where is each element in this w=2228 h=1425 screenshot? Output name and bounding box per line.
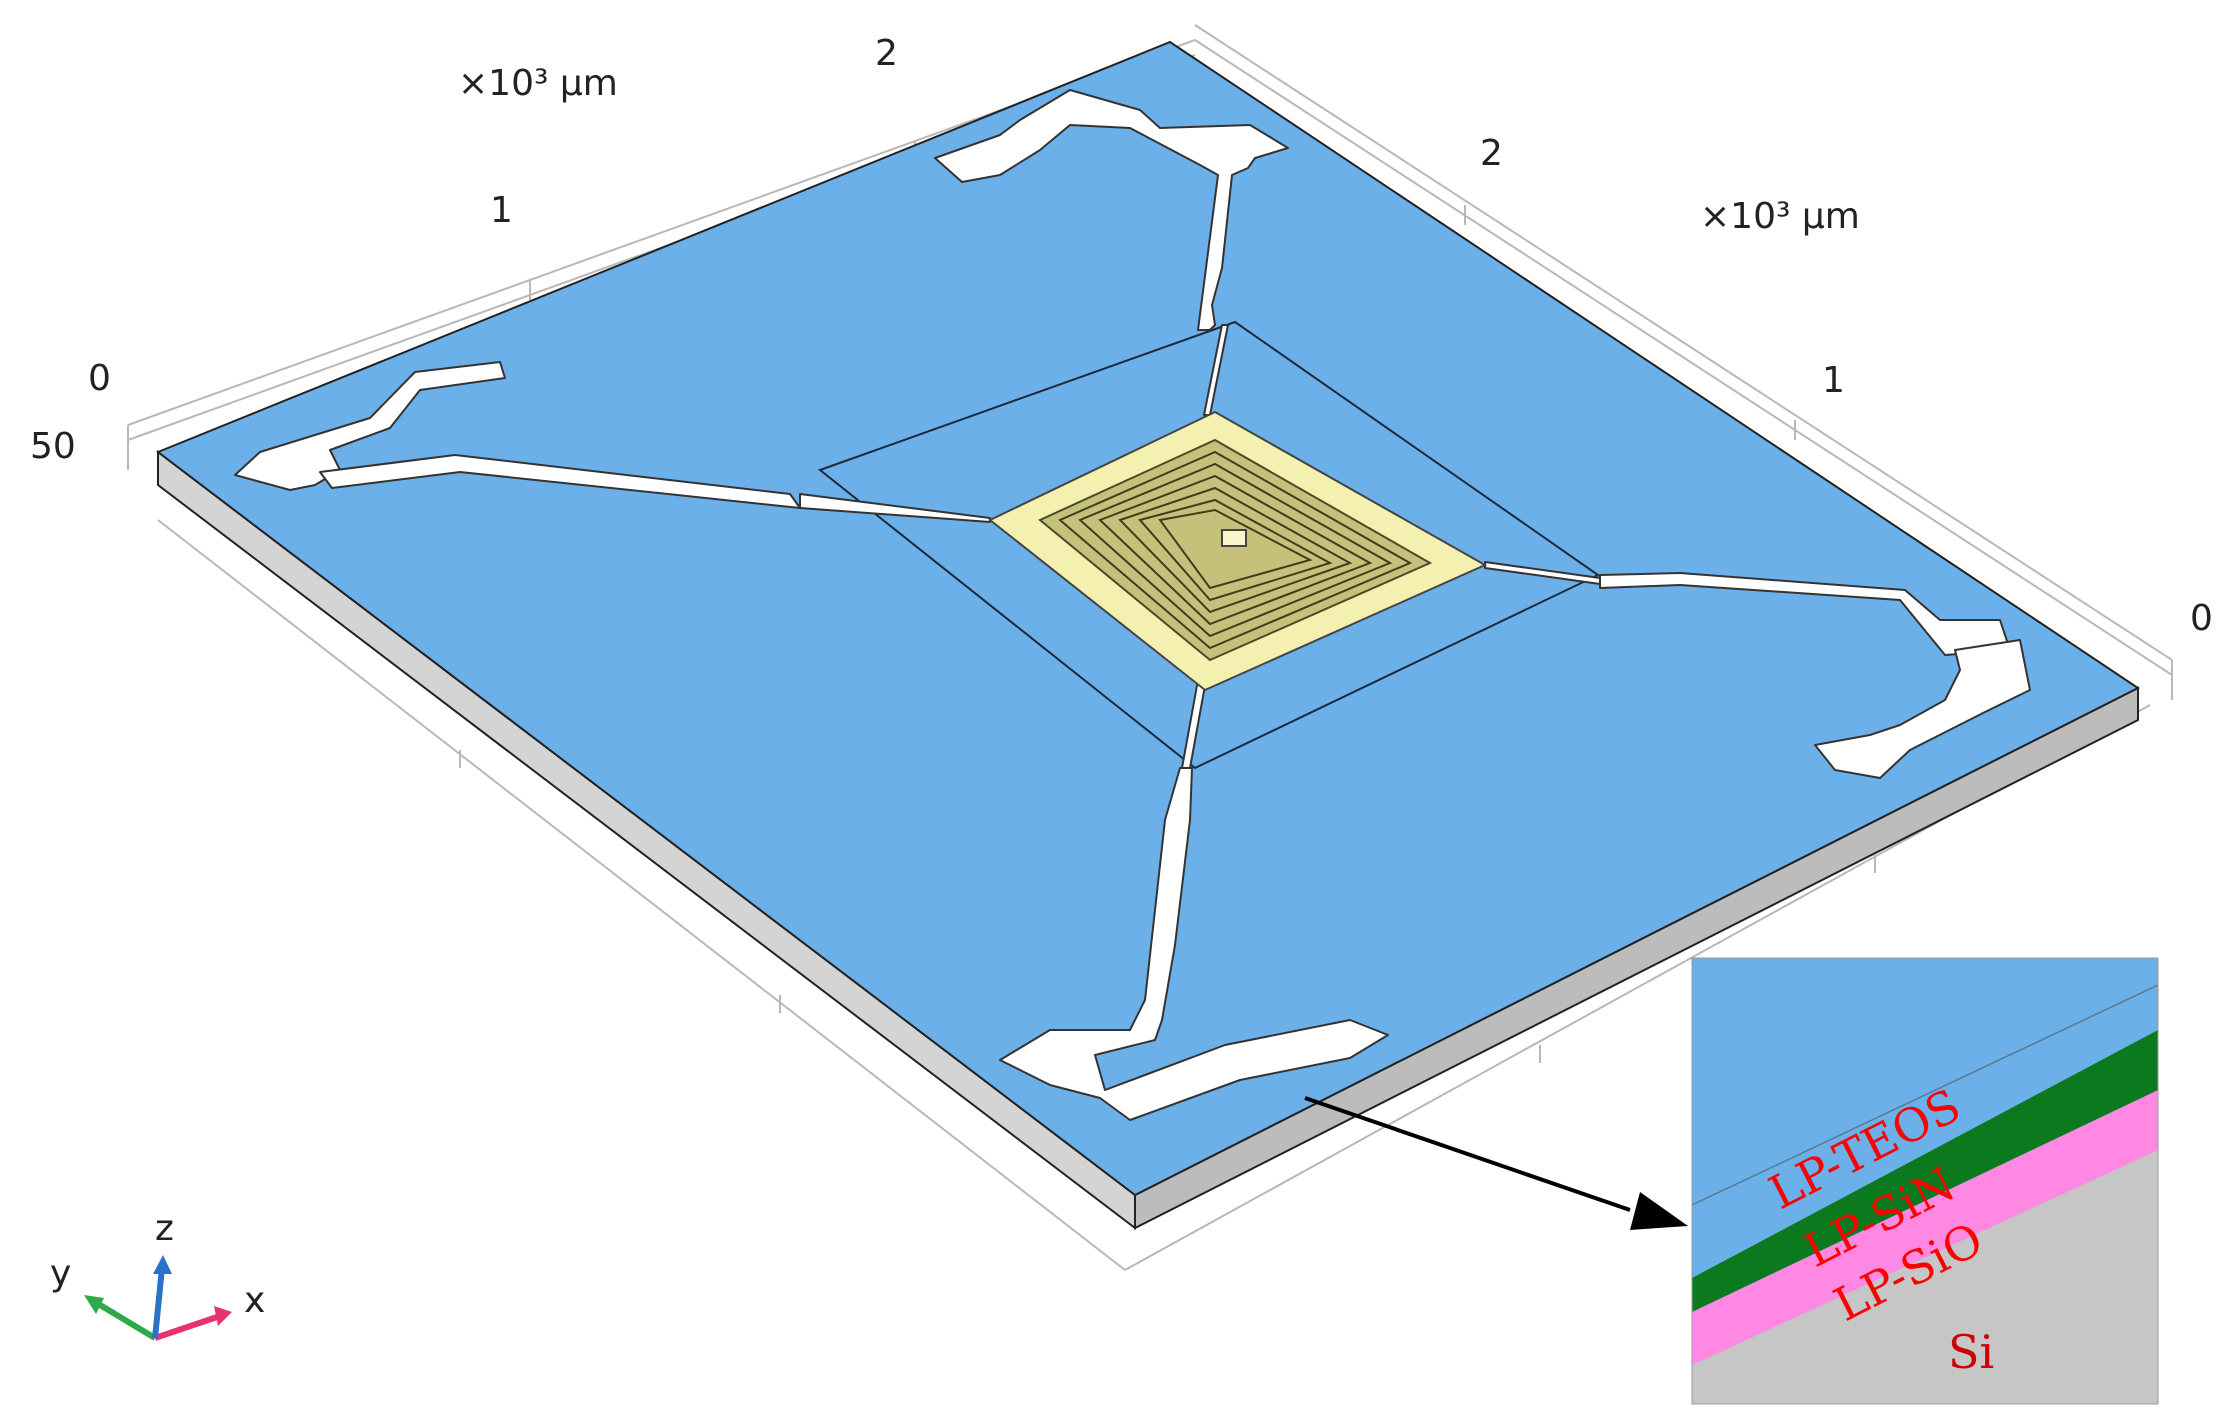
pad-top (934, 89, 1289, 331)
triad-label-x: x (244, 1280, 265, 1321)
inset-label-si: Si (1948, 1325, 1994, 1379)
orientation-triad: x y z (50, 1208, 265, 1341)
pad-top-left (234, 361, 506, 491)
x-tick-1: 1 (1822, 360, 1845, 401)
y-tick-2: 2 (875, 33, 898, 74)
z-tick-50: 50 (30, 426, 76, 467)
inset-sio-layer (1692, 1090, 2158, 1365)
y-axis-unit: ×10³ µm (458, 63, 618, 104)
triad-label-y: y (50, 1253, 71, 1294)
pad-right (1814, 639, 2031, 779)
x-tick-2: 2 (1480, 133, 1503, 174)
heater-spiral (1058, 450, 1413, 650)
callout-arrow-line (1304, 1096, 1631, 1212)
callout-arrow-head (1630, 1192, 1688, 1230)
inset-si-layer (1692, 1150, 2158, 1404)
layer-stack-inset: LP-TEOS LP-SiN LP-SiO Si (1691, 957, 2159, 1405)
y-tick-1: 1 (490, 190, 513, 231)
membrane-window (817, 320, 1600, 770)
y-tick-0: 0 (88, 358, 111, 399)
inset-sin-layer (1692, 1030, 2158, 1312)
electrode-traces (234, 89, 2031, 1121)
heater-spiral-region (1038, 438, 1433, 662)
trace-bottom-wide (999, 767, 1389, 1121)
x-tick-0: 0 (2190, 598, 2213, 639)
x-axis-unit: ×10³ µm (1700, 196, 1860, 237)
heater-center-pad (1221, 529, 1247, 547)
triad-label-z: z (155, 1208, 174, 1249)
trace-left-narrow (799, 493, 991, 523)
